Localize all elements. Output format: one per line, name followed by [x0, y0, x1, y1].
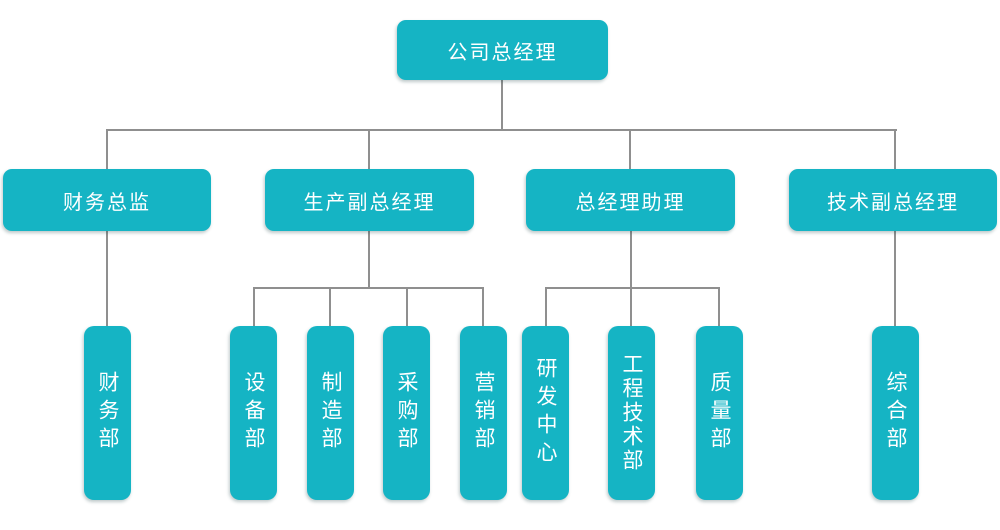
node-label: 设备部 [242, 371, 266, 455]
node-finance-dept: 财务部 [84, 326, 131, 500]
connector-line [630, 231, 632, 288]
node-label: 生产副总经理 [303, 189, 436, 214]
connector-line [106, 129, 897, 131]
node-quality-dept: 质量部 [696, 326, 743, 500]
node-production-vice-gm: 生产副总经理 [265, 169, 474, 231]
node-label: 财务总监 [63, 189, 151, 214]
node-engineering-tech-dept: 工程技术部 [608, 326, 655, 500]
node-label: 质量部 [708, 371, 732, 455]
connector-line [894, 129, 896, 170]
node-label: 研发中心 [534, 357, 558, 469]
node-rnd-center: 研发中心 [522, 326, 569, 500]
connector-line [406, 287, 408, 327]
node-finance-director: 财务总监 [3, 169, 211, 231]
connector-line [629, 129, 631, 170]
node-equipment-dept: 设备部 [230, 326, 277, 500]
connector-line [329, 287, 331, 327]
node-label: 综合部 [884, 371, 908, 455]
connector-line [545, 287, 547, 327]
connector-line [545, 287, 720, 289]
node-label: 公司总经理 [447, 39, 558, 64]
node-technical-vice-gm: 技术副总经理 [789, 169, 997, 231]
connector-line [482, 287, 484, 327]
node-label: 制造部 [319, 371, 343, 455]
node-label: 技术副总经理 [827, 189, 959, 214]
connector-line [106, 129, 108, 170]
node-label: 财务部 [96, 371, 120, 455]
connector-line [253, 287, 484, 289]
connector-line [253, 287, 255, 327]
connector-line [894, 231, 896, 327]
node-label: 采购部 [395, 371, 419, 455]
node-label: 总经理助理 [575, 189, 686, 214]
node-label: 营销部 [472, 371, 496, 455]
connector-line [718, 287, 720, 327]
node-general-manager: 公司总经理 [397, 20, 608, 80]
node-manufacturing-dept: 制造部 [307, 326, 354, 500]
connector-line [501, 79, 503, 130]
node-marketing-dept: 营销部 [460, 326, 507, 500]
connector-line [630, 287, 632, 327]
node-label: 工程技术部 [620, 353, 644, 473]
node-gm-assistant: 总经理助理 [526, 169, 735, 231]
connector-line [106, 231, 108, 327]
connector-line [368, 129, 370, 170]
node-general-affairs-dept: 综合部 [872, 326, 919, 500]
node-procurement-dept: 采购部 [383, 326, 430, 500]
connector-line [368, 231, 370, 288]
